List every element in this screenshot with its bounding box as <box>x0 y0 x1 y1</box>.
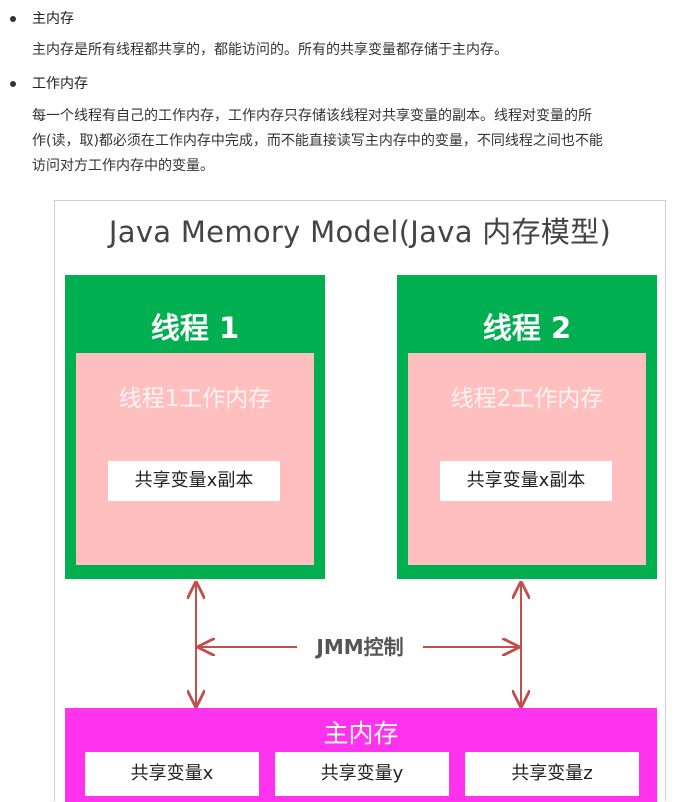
paragraph-line: 每一个线程有自己的工作内存，工作内存只存储该线程对共享变量的副本。线程对变量的所 <box>32 108 592 124</box>
shared-variable-copy: 共享变量x副本 <box>440 461 612 501</box>
paragraph-line: 作(读，取)都必须在工作内存中完成，而不能直接读写主内存中的变量，不同线程之间也… <box>32 133 603 149</box>
jmm-diagram: Java Memory Model(Java 内存模型) 线程 1 线程1工作内… <box>54 200 666 802</box>
working-memory-title: 线程2工作内存 <box>450 386 604 412</box>
shared-variable-y: 共享变量y <box>275 752 449 796</box>
thread-1-box: 线程 1 线程1工作内存 共享变量x副本 <box>65 275 325 579</box>
main-memory-description: 主内存是所有线程都共享的，都能访问的。所有的共享变量都存储于主内存。 <box>32 38 508 63</box>
thread-1-working-memory: 线程1工作内存 共享变量x副本 <box>76 353 314 565</box>
shared-variable-z: 共享变量z <box>465 752 639 796</box>
main-memory-box: 主内存 共享变量x 共享变量y 共享变量z <box>65 708 657 802</box>
working-memory-description: 每一个线程有自己的工作内存，工作内存只存储该线程对共享变量的副本。线程对变量的所… <box>32 104 603 179</box>
shared-variable-copy: 共享变量x副本 <box>108 461 280 501</box>
bullet-dot <box>10 81 16 87</box>
paragraph-line: 访问对方工作内存中的变量。 <box>32 158 214 174</box>
bullet-label: 工作内存 <box>32 76 88 92</box>
bullet-dot <box>10 16 16 22</box>
thread-2-title: 线程 2 <box>482 311 572 345</box>
jmm-control-label: JMM控制 <box>297 631 423 663</box>
main-memory-title: 主内存 <box>323 719 399 748</box>
working-memory-title: 线程1工作内存 <box>118 386 272 412</box>
thread-2-box: 线程 2 线程2工作内存 共享变量x副本 <box>397 275 657 579</box>
paragraph-line: 主内存是所有线程都共享的，都能访问的。所有的共享变量都存储于主内存。 <box>32 42 508 58</box>
thread-1-title: 线程 1 <box>150 311 240 345</box>
shared-variable-x: 共享变量x <box>85 752 259 796</box>
thread-2-working-memory: 线程2工作内存 共享变量x副本 <box>408 353 646 565</box>
diagram-title: Java Memory Model(Java 内存模型) <box>108 215 612 249</box>
bullet-label: 主内存 <box>32 11 74 27</box>
